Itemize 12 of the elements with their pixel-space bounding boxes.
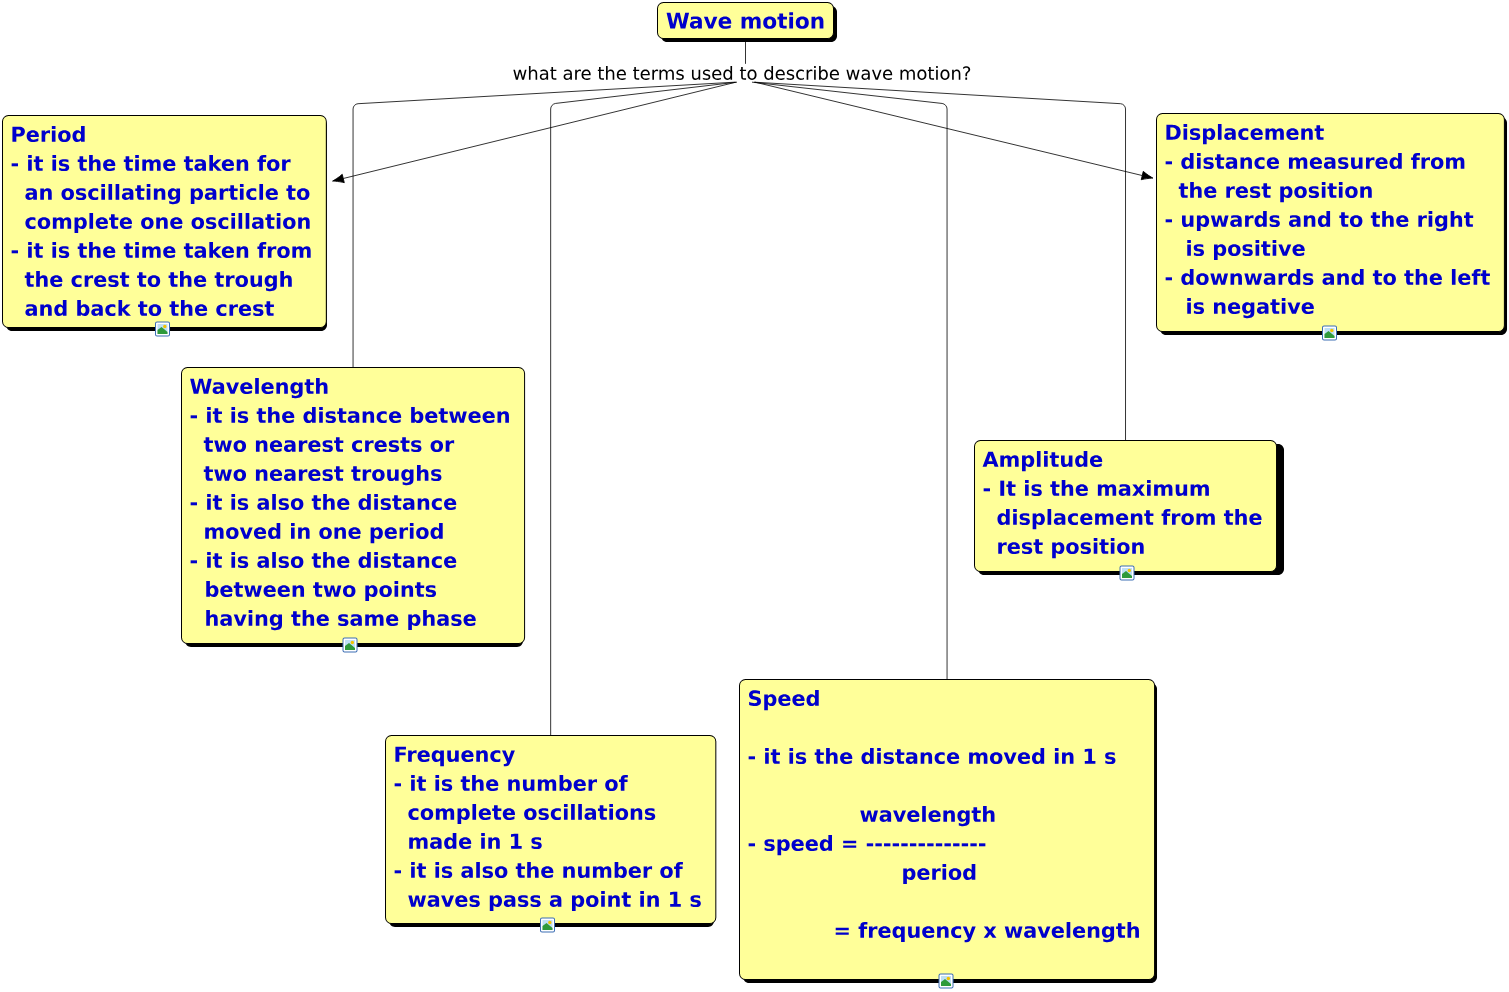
connector-line (753, 81, 1126, 441)
concept-box: Displacement - distance measured from the rest position - upwards and to the right is positive - downwards and to the left is negative (1156, 113, 1507, 335)
concept-box: Wave motion (657, 2, 837, 42)
concept-box: Amplitude - It is the maximum displacement from the rest position (974, 440, 1284, 575)
concept-box: Period - it is the time taken for an oscillating particle to complete one oscillation - it is the time taken from the crest to the trough and back to the crest (2, 115, 327, 331)
concept-box: Wavelength - it is the distance between two nearest crests or two nearest troughs - it is also the distance moved in one period - it is also the distance between two points having the same phase (181, 367, 526, 647)
concept-box: Speed - it is the distance moved in 1 s wavelength - speed = -------------- period = frequency x wavelength (739, 679, 1157, 983)
arrow (754, 81, 1154, 181)
connector-line (550, 81, 738, 736)
connector-line (751, 81, 948, 680)
linking-phrase: what are the terms used to describe wave motion? (513, 66, 971, 80)
concept-box: Frequency - it is the number of complete oscillations made in 1 s - it is also the number of waves pass a point in 1 s (385, 735, 717, 927)
